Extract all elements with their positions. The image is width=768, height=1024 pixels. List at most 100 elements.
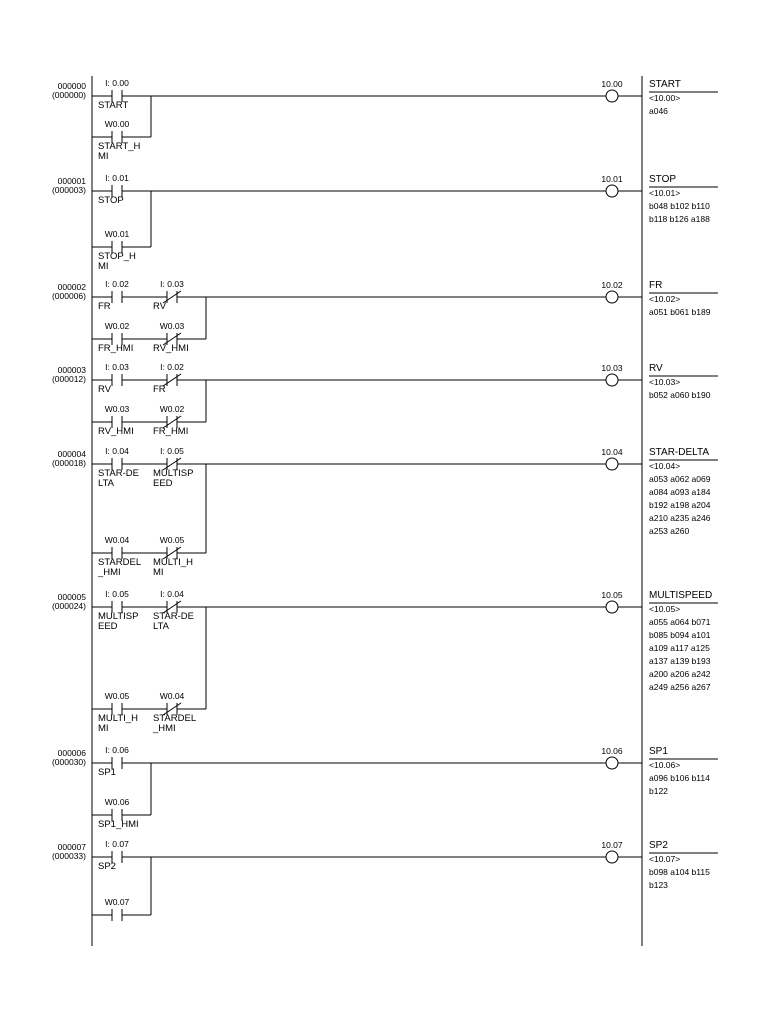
contact-nc-slash	[162, 373, 182, 387]
cross-reference: a253 a260	[649, 526, 689, 536]
contact-address: W0.04	[105, 535, 130, 545]
contact-address: I: 0.07	[105, 839, 129, 849]
coil-reference: <10.07>	[649, 854, 680, 864]
contact-address: W0.03	[160, 321, 185, 331]
coil-address: 10.02	[601, 280, 623, 290]
coil-reference: <10.01>	[649, 188, 680, 198]
coil-reference: <10.02>	[649, 294, 680, 304]
output-coil	[605, 184, 619, 198]
coil-name: RV	[649, 363, 663, 374]
cross-reference: b118 b126 a188	[649, 214, 710, 224]
contact-label: SP1_HMI	[98, 819, 139, 830]
output-coil	[605, 373, 619, 387]
contact-address: I: 0.03	[160, 279, 184, 289]
contact-label: STAR-DE	[98, 468, 139, 479]
contact-label: MI	[98, 261, 109, 272]
cross-reference: a046	[649, 106, 668, 116]
cross-reference: b052 a060 b190	[649, 390, 711, 400]
coil-reference: <10.03>	[649, 377, 680, 387]
cross-reference: a096 b106 b114	[649, 773, 710, 783]
output-coil	[605, 850, 619, 864]
rung-number: 000000	[58, 81, 87, 91]
cross-reference: a137 a139 b193	[649, 656, 711, 666]
contact-address: W0.04	[160, 691, 185, 701]
contact-nc-slash	[162, 290, 182, 304]
cross-reference: a200 a206 a242	[649, 669, 711, 679]
contact-label: FR	[98, 301, 111, 312]
rung-number: 000001	[58, 176, 87, 186]
contact-address: I: 0.04	[160, 589, 184, 599]
contact-nc-slash	[162, 600, 182, 614]
contact-address: W0.05	[160, 535, 185, 545]
contact-label: RV_HMI	[153, 343, 189, 354]
contact-label: _HMI	[97, 567, 121, 578]
cross-reference: b122	[649, 786, 668, 796]
contact-label: MI	[153, 567, 164, 578]
contact-address: W0.03	[105, 404, 130, 414]
contact-address: I: 0.03	[105, 362, 129, 372]
contact-label: RV	[98, 384, 112, 395]
contact-nc-slash	[162, 546, 182, 560]
cross-reference: b123	[649, 880, 668, 890]
coil-name: FR	[649, 280, 662, 291]
rung-address: (000033)	[52, 851, 86, 861]
contact-address: I: 0.05	[160, 446, 184, 456]
output-coil	[605, 89, 619, 103]
contact-address: W0.07	[105, 897, 130, 907]
contact-address: I: 0.05	[105, 589, 129, 599]
contact-label: STOP_H	[98, 251, 136, 262]
contact-address: W0.00	[105, 119, 130, 129]
coil-name: STOP	[649, 174, 676, 185]
contact-address: W0.02	[160, 404, 185, 414]
coil-address: 10.04	[601, 447, 623, 457]
contact-address: W0.05	[105, 691, 130, 701]
contact-nc-slash	[162, 415, 182, 429]
contact-label: STOP	[98, 195, 124, 206]
output-coil	[605, 290, 619, 304]
contact-label: STARDEL	[98, 557, 141, 568]
rung-address: (000006)	[52, 291, 86, 301]
rung-number: 000006	[58, 748, 87, 758]
contact-label: START	[98, 100, 128, 111]
coil-address: 10.00	[601, 79, 623, 89]
output-coil	[605, 457, 619, 471]
contact-label: FR	[153, 384, 166, 395]
contact-label: MULTISP	[153, 468, 193, 479]
rung-address: (000012)	[52, 374, 86, 384]
rung-number: 000005	[58, 592, 87, 602]
cross-reference: a084 a093 a184	[649, 487, 711, 497]
contact-address: I: 0.00	[105, 78, 129, 88]
output-coil	[605, 600, 619, 614]
contact-nc-slash	[162, 457, 182, 471]
cross-reference: b048 b102 b110	[649, 201, 710, 211]
contact-label: SP2	[98, 861, 116, 872]
contact-label: LTA	[153, 621, 170, 632]
contact-address: W0.01	[105, 229, 130, 239]
cross-reference: b192 a198 a204	[649, 500, 711, 510]
cross-reference: a249 a256 a267	[649, 682, 711, 692]
coil-name: START	[649, 79, 681, 90]
coil-address: 10.03	[601, 363, 623, 373]
coil-name: MULTISPEED	[649, 590, 712, 601]
contact-label: FR_HMI	[153, 426, 188, 437]
contact-label: EED	[98, 621, 118, 632]
coil-address: 10.05	[601, 590, 623, 600]
rung-number: 000007	[58, 842, 87, 852]
contact-nc-slash	[162, 702, 182, 716]
cross-reference: a053 a062 a069	[649, 474, 711, 484]
cross-reference: a109 a117 a125	[649, 643, 710, 653]
output-coil	[605, 756, 619, 770]
contact-label: RV_HMI	[98, 426, 134, 437]
contact-label: SP1	[98, 767, 116, 778]
contact-address: I: 0.01	[105, 173, 129, 183]
rung-address: (000003)	[52, 185, 86, 195]
contact-label: LTA	[98, 478, 115, 489]
contact-label: START_H	[98, 141, 141, 152]
coil-reference: <10.05>	[649, 604, 680, 614]
contact-address: I: 0.02	[105, 279, 129, 289]
rung-address: (000024)	[52, 601, 86, 611]
coil-address: 10.07	[601, 840, 623, 850]
contact-address: W0.02	[105, 321, 130, 331]
rung-address: (000018)	[52, 458, 86, 468]
coil-name: SP1	[649, 746, 668, 757]
